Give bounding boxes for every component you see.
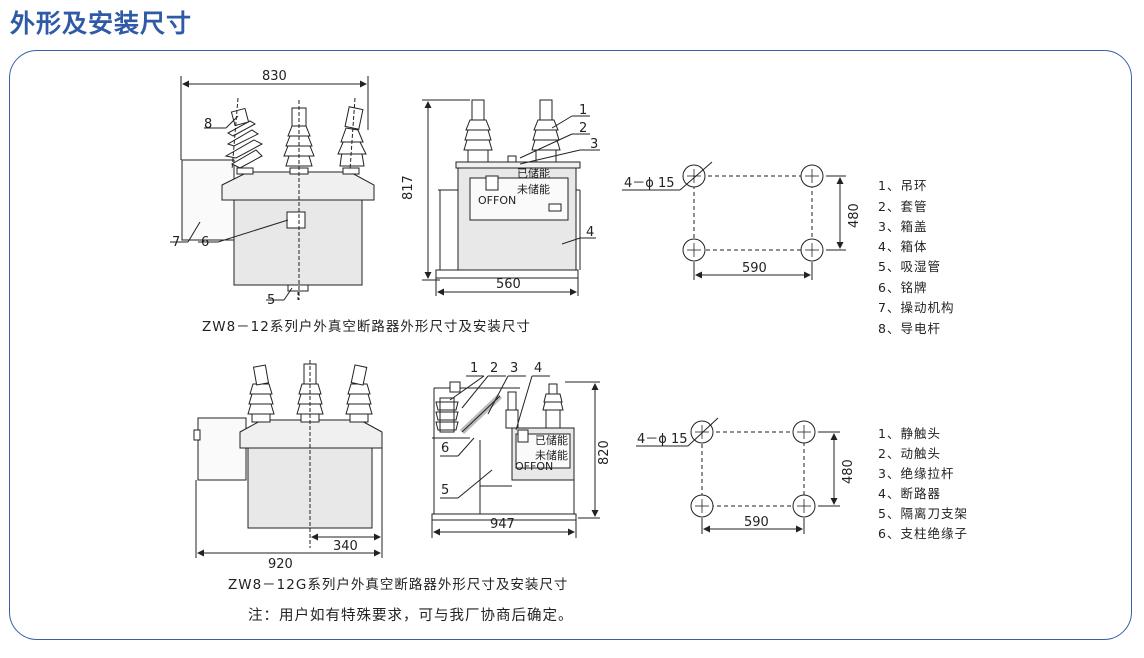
dim-817: 817 [401,175,416,200]
dim-590-b: 590 [744,515,769,530]
legend2-item: 1、静触头 [878,426,941,441]
side-bushing-left [463,99,493,163]
plate-offon: OFFON [478,194,516,207]
dim-480-b: 480 [841,459,856,484]
legend2-item: 2、动触头 [878,446,941,461]
zw8-front-view [170,76,375,301]
caption-zw8g: ZW8－12G系列户外真空断路器外形尺寸及安装尺寸 [228,576,568,593]
legend-2: 1、静触头 2、动触头 3、绝缘拉杆 4、断路器 5、隔离刀支架 6、支柱绝缘子 [878,426,968,541]
dim-920: 920 [268,557,293,572]
callout-side-4: 4 [586,225,594,240]
legend1-item: 1、吊环 [878,178,927,193]
page-title: 外形及安装尺寸 [10,9,193,38]
dim-560: 560 [496,277,521,292]
callout2-1: 1 [470,361,478,376]
legend2-item: 5、隔离刀支架 [878,506,968,521]
callout-side-3: 3 [590,137,598,152]
dim-590-a: 590 [742,261,767,276]
legend1-item: 6、铭牌 [878,280,927,295]
bushing-middle [283,100,315,300]
hole-pattern-1 [622,161,846,280]
legend1-item: 2、套管 [878,199,927,214]
plate-uncharged: 未储能 [517,182,550,196]
zw8g-front-view [193,360,383,558]
legend1-item: 8、导电杆 [878,321,941,336]
callout2-5: 5 [441,483,449,498]
legend1-item: 3、箱盖 [878,219,927,234]
legend1-item: 4、箱体 [878,239,927,254]
dim-480-a: 480 [847,203,862,228]
plate2-uncharged: 未储能 [535,448,568,462]
callout2-3: 3 [510,361,518,376]
callout2-2: 2 [490,361,498,376]
zw8g-side-view [431,375,600,538]
legend1-item: 5、吸湿管 [878,259,941,274]
legend2-item: 3、绝缘拉杆 [878,466,954,481]
callout-7: 7 [172,235,180,250]
callout-5: 5 [267,293,275,308]
legend1-item: 7、操动机构 [878,300,954,315]
hole-label-2: 4－ϕ 15 [637,432,688,447]
caption-zw8: ZW8－12系列户外真空断路器外形尺寸及安装尺寸 [202,318,531,335]
legend2-item: 6、支柱绝缘子 [878,526,968,541]
bushing-left [224,97,264,175]
dim-340: 340 [333,539,358,554]
plate2-offon: OFFON [515,460,553,473]
hole-label-1: 4－ϕ 15 [624,176,675,191]
content-frame [9,50,1132,640]
plate2-charged: 已储能 [535,433,568,447]
callout-side-2: 2 [579,121,587,136]
callout-6: 6 [201,235,209,250]
legend2-item: 4、断路器 [878,486,941,501]
callout2-6: 6 [441,441,449,456]
footnote: 注：用户如有特殊要求，可与我厂协商后确定。 [248,607,574,624]
callout-side-1: 1 [579,103,587,118]
legend-1: 1、吊环 2、套管 3、箱盖 4、箱体 5、吸湿管 6、铭牌 7、操动机构 8、… [878,178,954,336]
hole-pattern-2 [636,417,840,534]
dim-830: 830 [262,69,287,84]
side-bushing-right [531,99,561,163]
dim-820: 820 [597,440,612,465]
zw8-side-view [422,99,600,296]
bushing-right [337,97,367,175]
callout2-4: 4 [534,361,542,376]
plate-charged: 已储能 [517,166,550,180]
dim-947: 947 [490,517,515,532]
callout-8: 8 [204,117,212,132]
